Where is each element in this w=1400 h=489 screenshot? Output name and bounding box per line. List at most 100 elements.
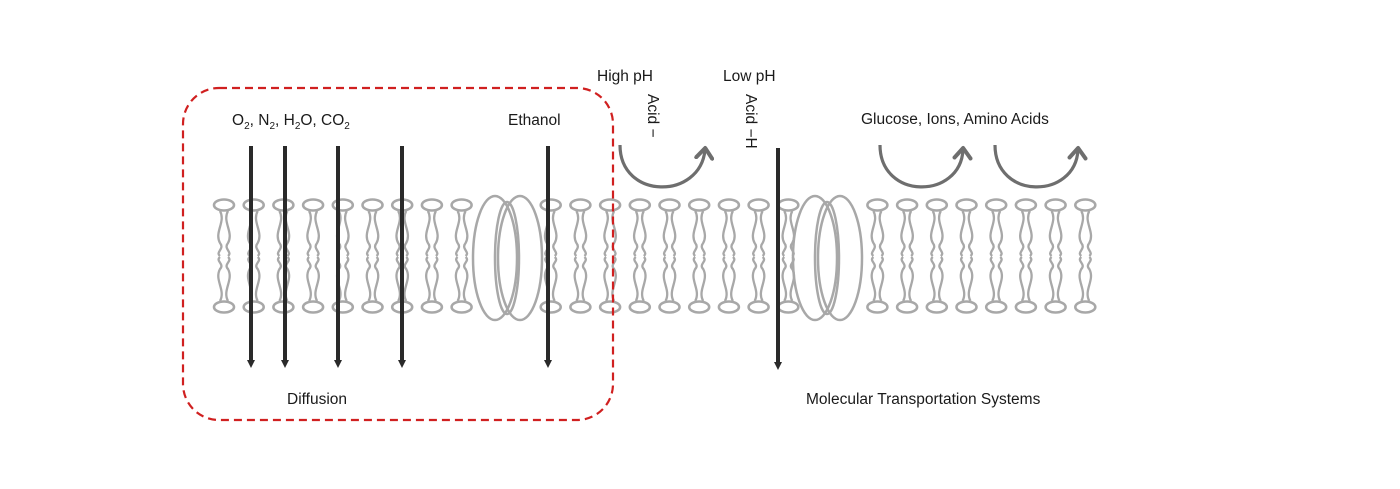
lipid-tail bbox=[751, 210, 758, 257]
diffusion-region-box bbox=[181, 86, 615, 422]
high-ph-label: High pH bbox=[597, 68, 653, 85]
lipid-tail bbox=[603, 210, 609, 257]
lipid-tail bbox=[1086, 256, 1093, 302]
lipid-head bbox=[747, 198, 770, 212]
lipid-tail bbox=[781, 210, 788, 257]
lipid-tail bbox=[395, 210, 402, 257]
lipid-tail bbox=[581, 210, 588, 257]
lipid-head bbox=[569, 300, 592, 314]
lipid-head bbox=[776, 300, 800, 314]
lipid-tail bbox=[581, 256, 588, 302]
channel-protein-right bbox=[791, 194, 864, 322]
lipid-tail bbox=[217, 210, 223, 257]
lipid-tail bbox=[937, 256, 944, 302]
lipid-tail bbox=[640, 210, 647, 257]
curved-arrows bbox=[618, 144, 1088, 189]
lipid-tail bbox=[967, 256, 974, 302]
lipid-tail bbox=[306, 256, 312, 302]
lipid-head bbox=[717, 198, 741, 212]
lipid-tail bbox=[373, 210, 380, 257]
lipid-tail bbox=[1078, 256, 1085, 302]
lipid-tail bbox=[314, 210, 320, 257]
lipid-head bbox=[539, 198, 563, 212]
lipid-tail bbox=[759, 256, 766, 302]
lipid-tail bbox=[365, 256, 372, 302]
lipid-tail bbox=[603, 256, 609, 302]
lipid-tail bbox=[1048, 256, 1055, 302]
lipid-tail bbox=[640, 256, 647, 302]
glucose-ions-amino-acids-label: Glucose, Ions, Amino Acids bbox=[861, 111, 1049, 128]
lipid-head bbox=[301, 198, 325, 212]
lipid-tail bbox=[433, 256, 439, 302]
lipid-head bbox=[658, 300, 681, 314]
lipid-tail bbox=[759, 210, 766, 257]
lipid-tail bbox=[1056, 210, 1063, 257]
lipid-head bbox=[955, 300, 978, 314]
lipid-tail bbox=[662, 210, 669, 257]
lipid-tail bbox=[254, 210, 261, 257]
lipid-head bbox=[331, 300, 355, 314]
lipid-tail bbox=[1056, 256, 1063, 302]
lipid-tail bbox=[730, 210, 736, 257]
lipid-tail bbox=[551, 210, 558, 257]
low-ph-label: Low pH bbox=[723, 68, 776, 85]
lipid-tail bbox=[989, 256, 996, 302]
diffusion-label: Diffusion bbox=[287, 391, 348, 408]
lipid-tail bbox=[1019, 256, 1025, 302]
lipid-head bbox=[598, 300, 622, 314]
lipid-head bbox=[747, 300, 770, 314]
curved-arrow-transport-1 bbox=[878, 144, 973, 189]
channel-protein-left bbox=[471, 194, 544, 322]
lipid-tail bbox=[692, 256, 699, 302]
lipid-tail bbox=[573, 210, 580, 257]
lipid-head bbox=[361, 300, 384, 314]
lipid-tail bbox=[929, 256, 936, 302]
lipid-tail bbox=[662, 256, 669, 302]
lipid-tail bbox=[870, 210, 877, 257]
lipid-tail bbox=[751, 256, 758, 302]
lipid-tail bbox=[632, 210, 639, 257]
lipid-tail bbox=[454, 256, 461, 302]
lipid-tail bbox=[395, 256, 402, 302]
lipid-bilayer bbox=[212, 198, 1097, 314]
lipid-tail bbox=[551, 256, 558, 302]
lipid-head bbox=[925, 300, 949, 314]
lipid-tail bbox=[462, 210, 469, 257]
lipid-tail bbox=[1027, 210, 1033, 257]
lipid-head bbox=[925, 198, 949, 212]
lipid-tail bbox=[878, 256, 885, 302]
gases-label: O2, N2, H2O, CO2 bbox=[232, 112, 350, 133]
lipid-tail bbox=[870, 256, 877, 302]
lipid-tail bbox=[433, 210, 439, 257]
lipid-head bbox=[1044, 198, 1067, 212]
lipid-tail bbox=[314, 256, 320, 302]
lipid-tail bbox=[997, 256, 1004, 302]
molecular-transportation-systems-label: Molecular Transportation Systems bbox=[806, 391, 1041, 408]
lipid-head bbox=[420, 198, 444, 212]
lipid-tail bbox=[878, 210, 885, 257]
lipid-tail bbox=[276, 210, 283, 257]
lipid-tail bbox=[781, 256, 788, 302]
lipid-head bbox=[628, 300, 652, 314]
lipid-head bbox=[776, 198, 800, 212]
lipid-tail bbox=[225, 210, 231, 257]
lipid-tail bbox=[1027, 256, 1033, 302]
lipid-head bbox=[420, 300, 444, 314]
lipid-head bbox=[450, 198, 473, 212]
curved-arrow-transport-2 bbox=[993, 144, 1088, 189]
lipid-tail bbox=[254, 256, 261, 302]
lipid-head bbox=[569, 198, 592, 212]
lipid-tail bbox=[937, 210, 944, 257]
lipid-tail bbox=[929, 210, 936, 257]
lipid-head bbox=[984, 198, 1008, 212]
lipid-tail bbox=[722, 256, 728, 302]
lipid-head bbox=[242, 198, 265, 212]
lipid-head bbox=[866, 198, 889, 212]
lipid-tail bbox=[611, 256, 617, 302]
acid-h-label: Acid −H bbox=[742, 94, 759, 149]
lipid-head bbox=[687, 198, 711, 212]
lipid-head bbox=[242, 300, 265, 314]
lipid-head bbox=[331, 198, 355, 212]
lipid-head bbox=[717, 300, 741, 314]
